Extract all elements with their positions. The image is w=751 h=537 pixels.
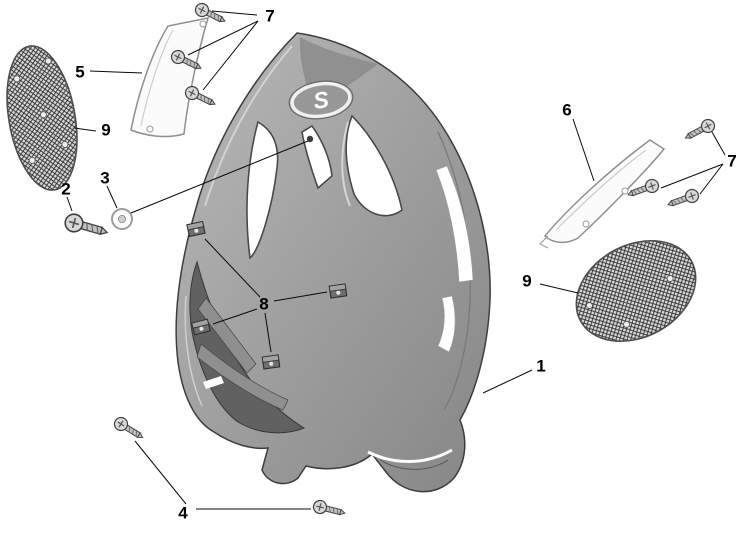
- right-lens: [539, 139, 666, 249]
- callout-1: 1: [536, 356, 546, 376]
- pan-head-screw: [62, 211, 111, 242]
- screw-icon: [311, 498, 347, 521]
- fairing-logo-text: S: [312, 86, 331, 114]
- washer-grommet: [111, 208, 133, 230]
- callout-6: 6: [562, 100, 572, 120]
- leader-lines: [66, 10, 726, 510]
- callout-3: 3: [100, 168, 110, 188]
- callout-7-right: 7: [727, 151, 737, 171]
- left-mesh-grille: [6, 45, 78, 191]
- callout-2: 2: [61, 179, 71, 199]
- left-lens: [130, 17, 210, 138]
- callout-9-left: 9: [101, 120, 111, 140]
- fairing-logo: S: [288, 80, 354, 120]
- callout-4: 4: [178, 503, 188, 523]
- clip-nut: [328, 283, 348, 299]
- screw-icon: [111, 414, 147, 444]
- callout-8: 8: [259, 294, 269, 314]
- grommet-hole: [306, 135, 314, 143]
- right-mesh-grille: [575, 239, 697, 343]
- callout-9-right: 9: [522, 271, 532, 291]
- callout-5: 5: [75, 62, 85, 82]
- screw-icon: [665, 187, 701, 212]
- front-fairing-panel: S: [175, 32, 491, 493]
- clip-nut: [261, 354, 281, 370]
- screw-icon: [681, 116, 718, 145]
- clip-nut: [186, 220, 206, 238]
- callout-7-top: 7: [265, 6, 275, 26]
